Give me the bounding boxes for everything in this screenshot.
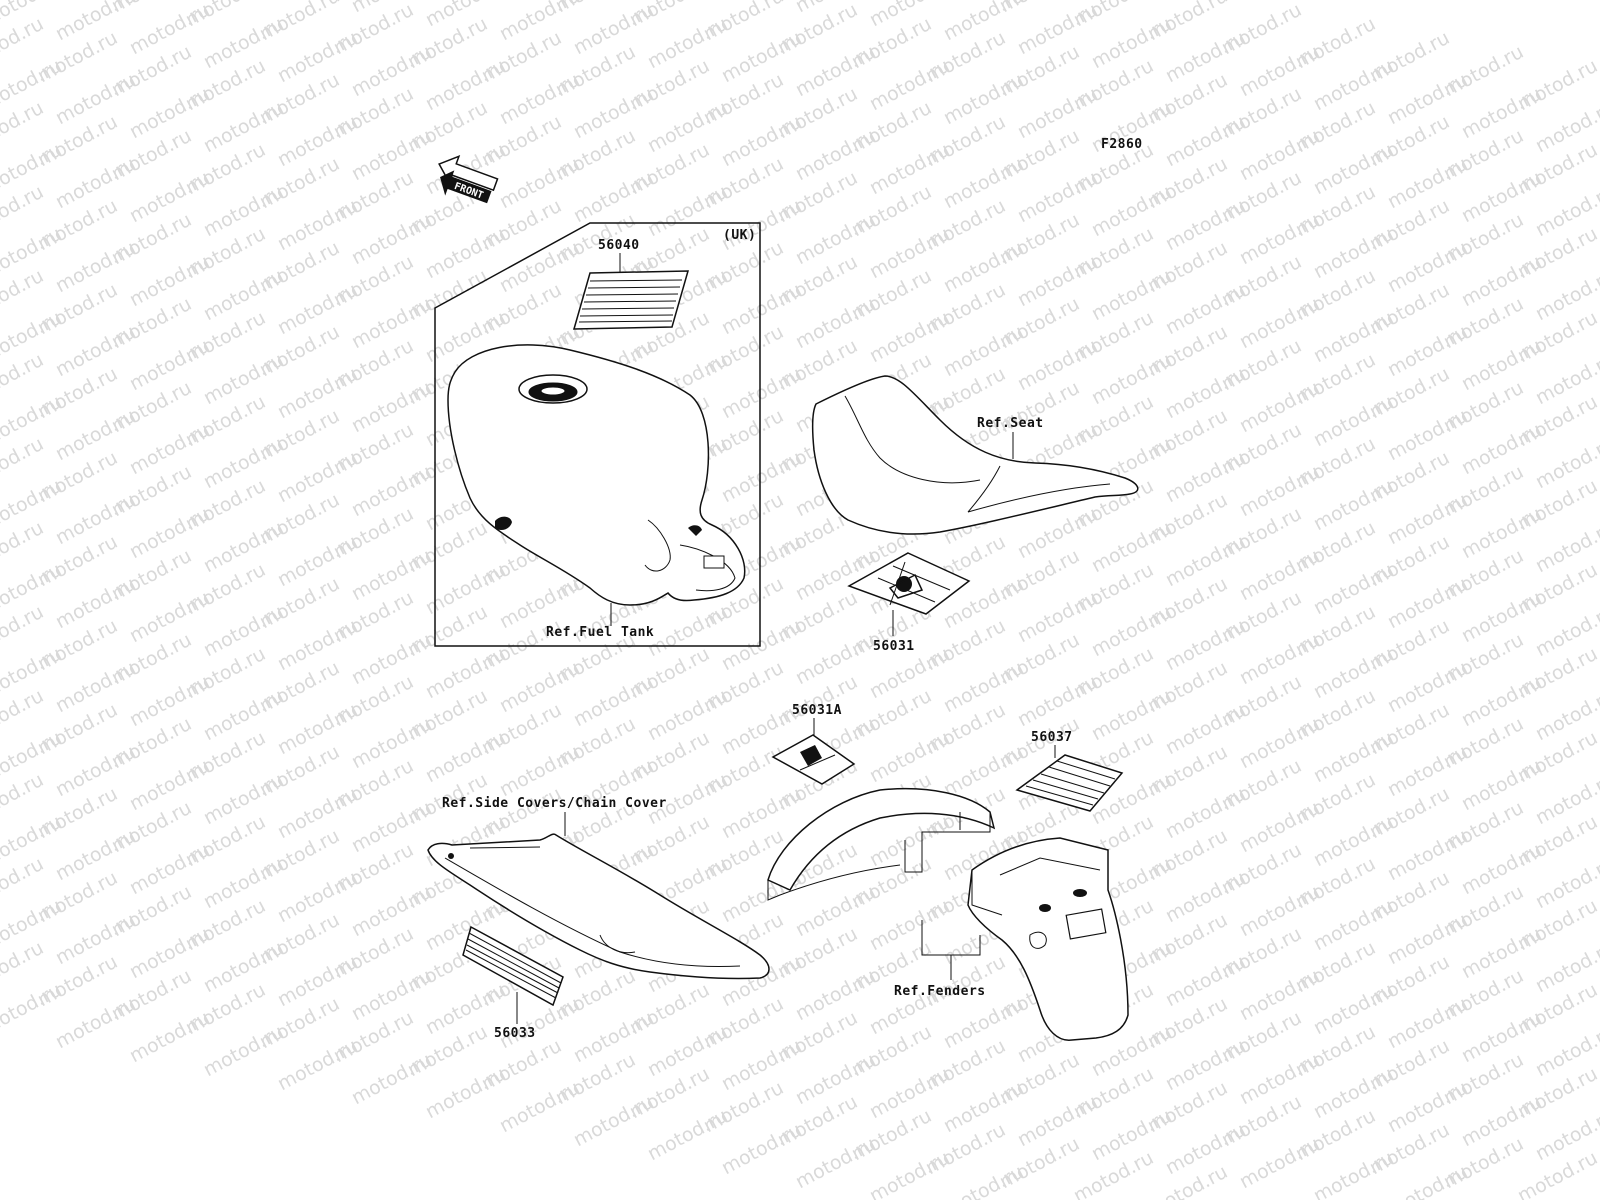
rear-fender xyxy=(967,837,1129,1041)
figure-code: F2860 xyxy=(1101,137,1143,152)
part-number-56031: 56031 xyxy=(873,639,915,654)
seat xyxy=(811,375,1139,535)
ref-seat-label: Ref.Seat xyxy=(977,416,1044,431)
part-number-56031A: 56031A xyxy=(792,703,842,718)
warning-label-56040 xyxy=(572,270,690,330)
part-number-56037: 56037 xyxy=(1031,730,1073,745)
part-number-56040: 56040 xyxy=(598,238,640,253)
warning-label-56031A xyxy=(771,734,856,785)
uk-box: (UK) 56040 xyxy=(434,222,761,647)
leader-line xyxy=(921,920,981,956)
part-number-56033: 56033 xyxy=(494,1026,536,1041)
front-arrow-icon: FRONT xyxy=(438,155,499,204)
warning-label-56031 xyxy=(847,552,971,615)
ref-side-covers-label: Ref.Side Covers/Chain Cover xyxy=(442,796,667,811)
ref-fuel-tank-label: Ref.Fuel Tank xyxy=(546,625,654,640)
warning-label-56033 xyxy=(462,925,564,1007)
front-fender xyxy=(767,787,996,891)
seat-group: Ref.Seat 56031 xyxy=(811,375,1139,654)
ref-fenders-label: Ref.Fenders xyxy=(894,984,986,999)
side-cover-group: Ref.Side Covers/Chain Cover 56033 xyxy=(427,796,770,1041)
fender-group: 56031A 56037 xyxy=(767,703,1129,1041)
warning-label-56037 xyxy=(1015,754,1124,812)
chain-cover xyxy=(427,833,770,980)
uk-region-label: (UK) xyxy=(723,228,756,243)
fuel-tank xyxy=(447,344,746,606)
